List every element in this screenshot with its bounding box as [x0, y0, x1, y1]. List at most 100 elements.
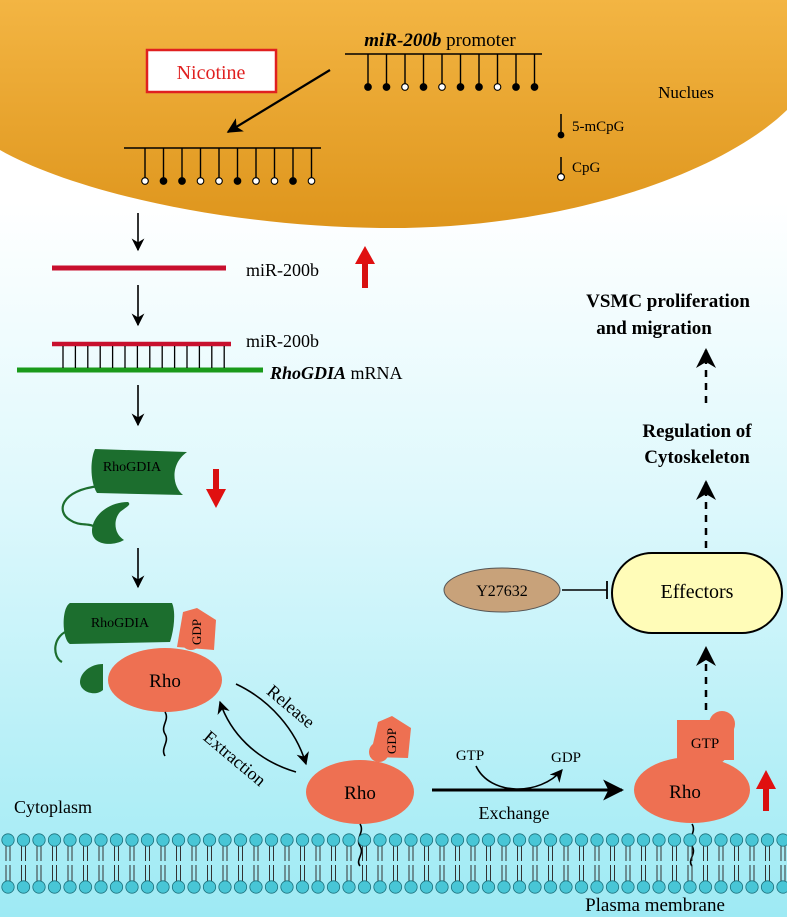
- lipid-head-outer: [760, 833, 775, 847]
- lipid-head-outer: [714, 833, 728, 847]
- lipid-head-outer: [388, 833, 403, 847]
- lipid-head-outer: [667, 833, 682, 847]
- lipid-head-inner: [621, 880, 635, 894]
- methylated-cpg-site: [178, 177, 186, 185]
- lipid-head-outer: [605, 833, 620, 847]
- cytoplasm-label: Cytoplasm: [14, 797, 92, 817]
- lipid-head-outer: [683, 833, 697, 847]
- lipid-head-outer: [373, 833, 387, 847]
- lipid-head-inner: [760, 880, 775, 894]
- legend-unmethylated-label: CpG: [572, 160, 601, 176]
- gdp-out-label: GDP: [551, 750, 581, 766]
- lipid-head-outer: [543, 833, 558, 847]
- lipid-head-inner: [729, 880, 744, 894]
- rho-protein-complex: [108, 648, 222, 712]
- lipid-head-inner: [171, 880, 186, 894]
- unmethylated-cpg-site: [438, 83, 446, 91]
- rho-protein-gtp: [634, 757, 750, 823]
- lipid-head-outer: [481, 833, 496, 847]
- nicotine-arrow: [226, 69, 331, 133]
- methylated-cpg-site: [512, 83, 520, 91]
- lipid-head-outer: [171, 833, 186, 847]
- lipid-head-outer: [497, 833, 511, 847]
- lipid-head-outer: [745, 833, 759, 847]
- inhibitor-ellipse: [443, 567, 561, 613]
- mirna-mrna-duplex: [17, 341, 263, 373]
- lipid-head-inner: [636, 880, 651, 894]
- cytoskeleton-line2: Cytoskeleton: [644, 447, 750, 468]
- mrna-label: RhoGDIA mRNA: [269, 363, 403, 383]
- lipid-head-inner: [264, 880, 279, 894]
- rho-gtp-active: [634, 711, 750, 867]
- lipid-head-inner: [528, 880, 542, 894]
- lipid-head-outer: [450, 833, 465, 847]
- lipid-head-outer: [404, 833, 418, 847]
- lipid-head-inner: [233, 880, 248, 894]
- rho-gdp-membrane: [306, 716, 414, 867]
- lipid-head-outer: [109, 833, 124, 847]
- lipid-head-inner: [590, 880, 604, 894]
- lipid-head-outer: [652, 833, 666, 847]
- lipid-head-inner: [280, 880, 294, 894]
- lipid-head-outer: [78, 833, 93, 847]
- gtp-in-label: GTP: [456, 748, 484, 764]
- lipid-head-outer: [16, 833, 31, 847]
- lipid-head-outer: [574, 833, 589, 847]
- release-arrow: [235, 683, 309, 766]
- lipid-head-outer: [280, 833, 294, 847]
- lipid-head-inner: [435, 880, 449, 894]
- unmethylated-cpg-site: [196, 177, 205, 185]
- lipid-head-outer: [729, 833, 744, 847]
- lipid-head-outer: [202, 833, 217, 847]
- lipid-head-outer: [311, 833, 325, 847]
- mirna-label: miR-200b: [246, 260, 319, 280]
- lipid-head-outer: [94, 833, 108, 847]
- lipid-head-outer: [698, 833, 713, 847]
- rho-gtp-up-arrow: [756, 770, 776, 811]
- lipid-head-inner: [311, 880, 325, 894]
- lipid-head-inner: [698, 880, 713, 894]
- rhogdia-down-arrow: [206, 469, 226, 508]
- lipid-head-inner: [652, 880, 666, 894]
- rhogdi-rho-complex: [54, 603, 222, 757]
- methylated-cpg-site: [289, 177, 297, 185]
- methylated-cpg-site: [233, 177, 242, 185]
- lipid-head-inner: [559, 880, 573, 894]
- lipid-head-outer: [140, 833, 155, 847]
- legend-methylated-label: 5-mCpG: [572, 119, 625, 135]
- lipid-head-inner: [497, 880, 511, 894]
- lipid-head-outer: [125, 833, 139, 847]
- lipid-head-outer: [295, 833, 310, 847]
- demethylated-promoter: [124, 147, 321, 185]
- lipid-head-inner: [1, 880, 15, 894]
- lipid-head-outer: [621, 833, 635, 847]
- lipid-head-outer: [47, 833, 62, 847]
- extraction-arrow: [217, 700, 297, 773]
- lipid-head-inner: [605, 880, 620, 894]
- lipid-head-inner: [16, 880, 31, 894]
- lipid-head-inner: [745, 880, 759, 894]
- lipid-head-outer: [528, 833, 542, 847]
- methylated-cpg-site: [475, 83, 483, 91]
- lipid-head-inner: [218, 880, 232, 894]
- lipid-head-inner: [187, 880, 201, 894]
- lipid-head-inner: [543, 880, 558, 894]
- gtp-gdp-exchange-curve: [475, 765, 563, 790]
- rho-label-gdp: Rho: [344, 783, 376, 804]
- unmethylated-cpg-site: [270, 177, 279, 185]
- lipid-head-inner: [342, 880, 356, 894]
- lipid-head-outer: [187, 833, 201, 847]
- lipid-head-inner: [683, 880, 697, 894]
- lipid-head-outer: [264, 833, 279, 847]
- lipid-head-inner: [667, 880, 682, 894]
- unmethylated-cpg-site: [493, 83, 502, 91]
- duplex-mirna-label: miR-200b: [246, 331, 319, 351]
- lipid-head-inner: [202, 880, 217, 894]
- lipid-head-inner: [481, 880, 496, 894]
- unmethylated-cpg-site: [401, 83, 409, 91]
- lipid-head-outer: [466, 833, 480, 847]
- lipid-head-inner: [404, 880, 418, 894]
- lipid-head-outer: [559, 833, 573, 847]
- nicotine-label: Nicotine: [177, 62, 246, 84]
